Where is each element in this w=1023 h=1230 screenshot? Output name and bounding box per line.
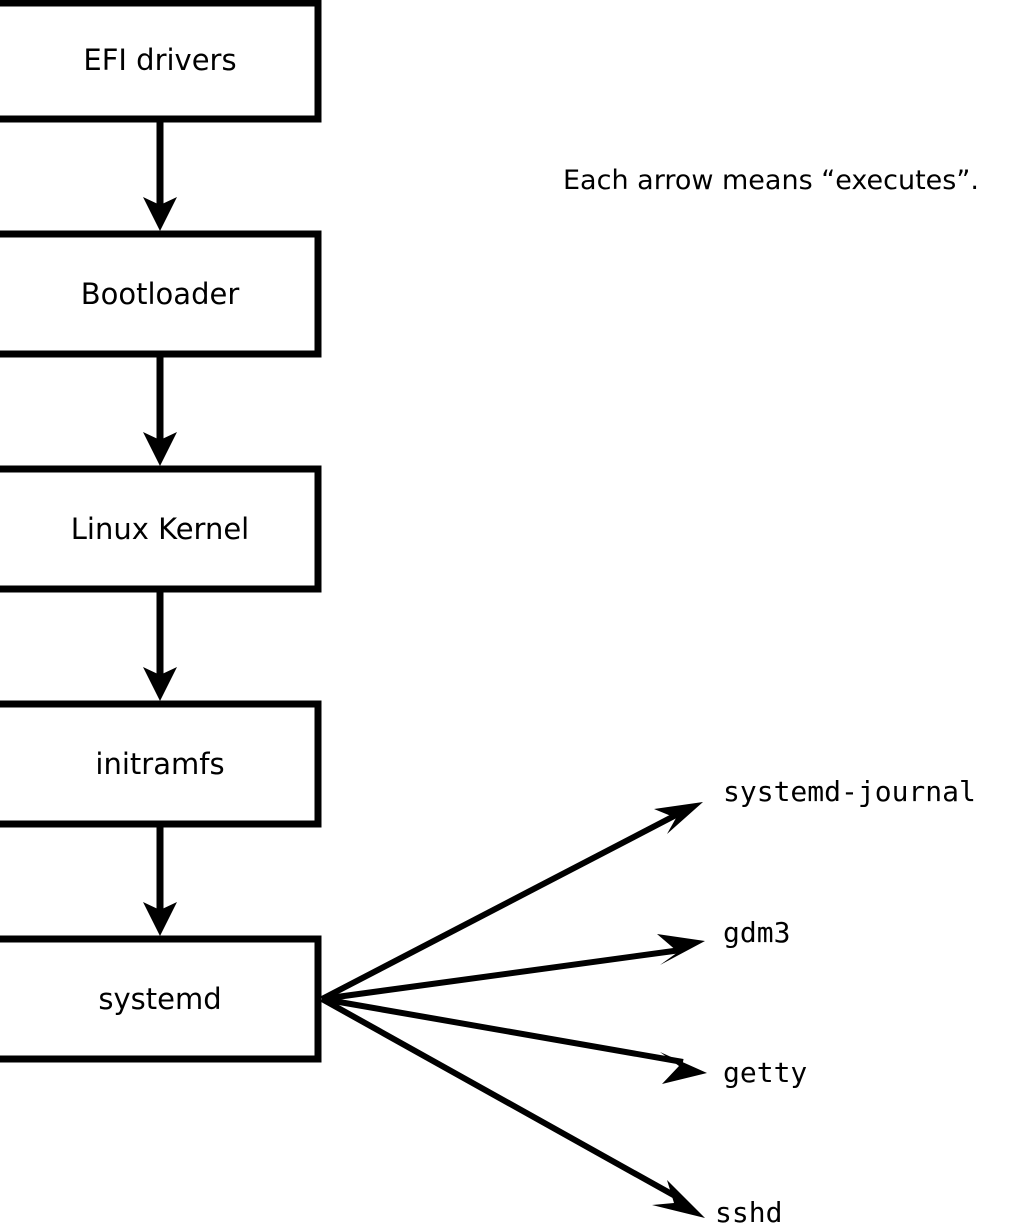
arrow-head-down-icon — [143, 902, 177, 936]
fanout-arrow-getty — [321, 996, 707, 1084]
node-systemd[interactable]: systemd — [0, 935, 322, 1063]
leaf-label-systemd-journal: systemd-journal — [723, 775, 976, 808]
node-bootloader[interactable]: Bootloader — [0, 230, 322, 358]
node-linux-kernel[interactable]: Linux Kernel — [0, 465, 322, 593]
node-box — [0, 0, 322, 123]
fanout-arrow-line — [320, 811, 680, 1002]
fanout-arrow-systemd-journal — [320, 802, 703, 1002]
node-label: EFI drivers — [83, 43, 236, 77]
chain-arrow-efi-to-bootloader — [143, 119, 177, 231]
node-efi-drivers[interactable]: EFI drivers — [0, 0, 322, 123]
node-label: systemd — [98, 982, 221, 1016]
leaf-label-sshd: sshd — [715, 1196, 782, 1229]
fanout-arrow-gdm3 — [321, 934, 705, 1002]
chain-arrow-kernel-to-initramfs — [143, 589, 177, 701]
node-box — [0, 230, 322, 358]
diagram-caption: Each arrow means “executes”. — [563, 165, 979, 196]
leaf-label-gdm3: gdm3 — [723, 916, 790, 949]
arrow-head-diagonal-icon — [652, 1180, 705, 1218]
node-label: Linux Kernel — [71, 512, 249, 546]
fanout-arrow-line — [321, 947, 682, 1002]
node-initramfs[interactable]: initramfs — [0, 700, 322, 828]
arrow-head-diagonal-icon — [657, 934, 705, 965]
fanout-arrow-line — [320, 996, 679, 1200]
node-box — [0, 465, 322, 593]
fanout-arrow-sshd — [320, 996, 705, 1218]
leaf-label-getty: getty — [723, 1056, 807, 1089]
arrow-head-down-icon — [143, 197, 177, 231]
chain-arrow-bootloader-to-kernel — [143, 354, 177, 466]
arrow-head-down-icon — [143, 432, 177, 466]
arrow-head-diagonal-icon — [654, 802, 703, 834]
node-box — [0, 700, 322, 828]
node-box — [0, 935, 322, 1063]
node-label: initramfs — [95, 747, 224, 781]
arrow-head-diagonal-icon — [660, 1052, 707, 1084]
chain-arrow-initramfs-to-systemd — [143, 824, 177, 936]
node-label: Bootloader — [81, 277, 240, 311]
fanout-arrow-line — [321, 996, 684, 1065]
arrow-head-down-icon — [143, 667, 177, 701]
